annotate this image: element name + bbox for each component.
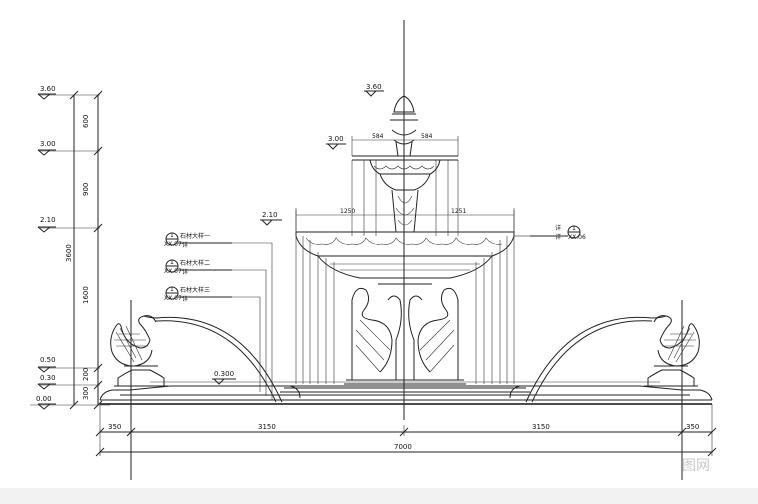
callout-4-den: XX.06 xyxy=(568,234,586,241)
central-swan-group xyxy=(344,277,466,385)
elev-mid-2-10: 2.10 xyxy=(262,211,278,219)
callout-1-num: 1 xyxy=(170,232,174,239)
right-swan-sculpture xyxy=(651,315,700,367)
callout-1-suffix: 详 xyxy=(182,241,188,249)
elev-left-2-10: 2.10 xyxy=(40,216,56,224)
bottom-dimension-chain xyxy=(95,404,717,457)
callout-leaders xyxy=(165,225,581,400)
callout-2-suffix: 详 xyxy=(182,268,188,276)
callout-2-num: 1 xyxy=(170,259,174,266)
callout-2-text: 石材大样二 xyxy=(180,259,210,267)
lower-basin xyxy=(295,231,515,279)
vdim-1600: 1600 xyxy=(82,286,90,304)
callout-1-text: 石材大样一 xyxy=(180,232,210,240)
elev-left-0-30: 0.30 xyxy=(40,374,56,382)
upper-basin xyxy=(352,155,458,233)
callout-4-num: 1 xyxy=(572,225,576,232)
vdim-900: 900 xyxy=(82,183,90,196)
hdim-584-left: 584 xyxy=(372,133,384,140)
hdim-350-left: 350 xyxy=(108,423,121,431)
top-level-marks xyxy=(212,90,515,385)
elev-left-0-50: 0.50 xyxy=(40,356,56,364)
hdim-584-right: 584 xyxy=(421,133,433,140)
hdim-1250: 1250 xyxy=(340,208,355,215)
hdim-3150-right: 3150 xyxy=(532,423,550,431)
elev-left-3-60: 3.60 xyxy=(40,85,56,93)
top-finial xyxy=(390,20,418,420)
elev-top-3-60: 3.60 xyxy=(366,83,382,91)
watermark-logo: 图网 xyxy=(682,458,710,474)
hdim-7000: 7000 xyxy=(394,443,412,451)
bottom-strip xyxy=(0,488,758,504)
vdim-300: 300 xyxy=(82,387,90,400)
elev-left-0-00: 0.00 xyxy=(36,395,52,403)
elev-base-0-300: 0.300 xyxy=(214,370,234,378)
elev-left-3-00: 3.00 xyxy=(40,140,56,148)
hdim-3150-left: 3150 xyxy=(258,423,276,431)
hdim-350-right: 350 xyxy=(686,423,699,431)
water-curtain xyxy=(295,160,515,384)
callout-4-suffix: 详 xyxy=(555,233,561,241)
callout-3-text: 石材大样三 xyxy=(180,286,210,294)
elev-mid-3-00: 3.00 xyxy=(328,135,344,143)
left-dimension-chain xyxy=(30,90,110,410)
vdim-3600: 3600 xyxy=(65,244,73,262)
callout-1-den: XX.07 xyxy=(164,241,182,248)
hdim-1251: 1251 xyxy=(451,208,466,215)
callout-3-den: XX.07 xyxy=(164,295,182,302)
callout-3-num: 1 xyxy=(170,286,174,293)
vdim-600: 600 xyxy=(82,115,90,128)
vdim-200: 200 xyxy=(82,368,90,381)
callout-4-prefix: 详 xyxy=(555,224,561,232)
left-swan-sculpture xyxy=(110,315,159,367)
callout-2-den: XX.07 xyxy=(164,268,182,275)
left-elevation-marks xyxy=(37,93,56,410)
fountain-base xyxy=(99,300,713,480)
callout-3-suffix: 详 xyxy=(182,295,188,303)
